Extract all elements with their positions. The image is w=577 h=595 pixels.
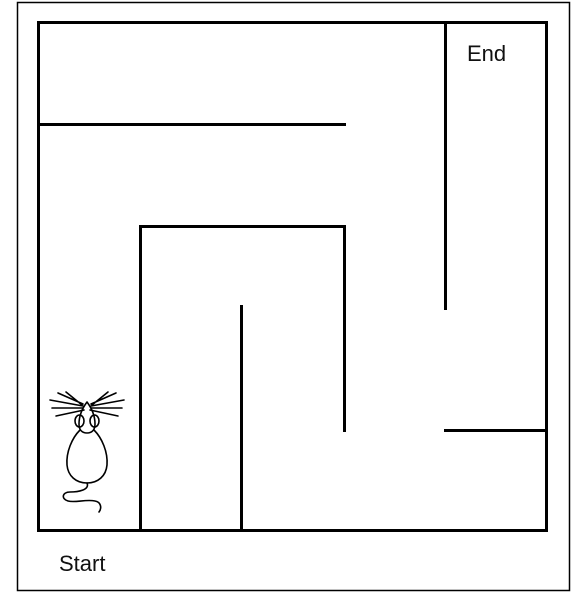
end-label: End <box>467 41 506 66</box>
image-frame <box>18 3 570 591</box>
start-label: Start <box>59 551 105 576</box>
